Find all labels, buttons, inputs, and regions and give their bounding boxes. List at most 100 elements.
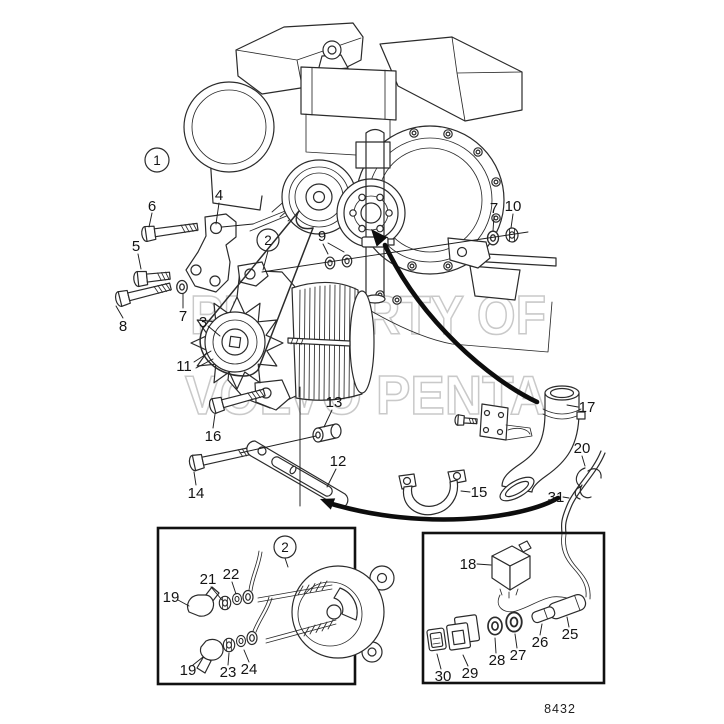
leader-8 — [115, 305, 124, 319]
callout-18: 18 — [460, 556, 477, 573]
callout-2-inset: 2 — [273, 535, 297, 559]
callout-3: 3 — [199, 314, 207, 331]
leader-9 — [322, 242, 345, 255]
leader-16 — [212, 413, 216, 429]
callout-7-left: 7 — [179, 308, 187, 325]
callout-15: 15 — [471, 484, 488, 501]
leader-10 — [510, 213, 514, 229]
callout-27: 27 — [510, 647, 527, 664]
callout-20: 20 — [574, 440, 591, 457]
leader-11 — [193, 350, 214, 369]
washer-22 — [231, 592, 243, 606]
leader-14 — [193, 471, 197, 486]
nut-23 — [222, 637, 236, 653]
callout-1: 1 — [144, 147, 170, 173]
callout-25: 25 — [562, 626, 579, 643]
plug-19-lower — [196, 638, 224, 674]
washer-9b — [341, 254, 353, 268]
callout-28: 28 — [489, 652, 506, 669]
callout-29: 29 — [462, 665, 479, 682]
washer-27 — [505, 611, 523, 633]
leader-6 — [148, 212, 153, 228]
elbow-clamp-tab — [576, 411, 586, 420]
plug-19-upper — [186, 586, 220, 617]
engine-assembly — [183, 22, 557, 353]
leader-5 — [137, 253, 142, 270]
arrow-to-arm — [320, 495, 561, 522]
relay-18 — [491, 540, 532, 599]
washer-9a — [324, 256, 336, 270]
leader-7-right — [492, 215, 495, 232]
callout-4: 4 — [215, 187, 223, 204]
callout-12: 12 — [330, 453, 347, 470]
leader-31 — [562, 496, 570, 499]
thermostat-housing — [300, 66, 397, 121]
spacer-13 — [312, 423, 342, 443]
washer-7-left — [176, 279, 188, 295]
alternator — [190, 261, 375, 411]
arrow-to-water-pump — [371, 229, 540, 405]
callout-19a: 19 — [163, 589, 180, 606]
washer-28 — [487, 616, 503, 636]
adjusting-arm-12 — [246, 440, 349, 509]
leader-13 — [323, 409, 333, 428]
callout-1-label: 1 — [153, 153, 161, 168]
callout-5: 5 — [132, 238, 140, 255]
alternator-bracket — [185, 213, 237, 293]
leader-3 — [207, 325, 221, 337]
drawing-number: 8432 — [544, 702, 576, 716]
lifting-eye — [317, 40, 349, 72]
callout-26: 26 — [532, 634, 549, 651]
alternator-through-bolt — [287, 337, 351, 347]
callout-23: 23 — [220, 664, 237, 681]
callout-24: 24 — [241, 661, 258, 678]
callout-2-label: 2 — [264, 233, 272, 248]
cover-30 — [426, 627, 447, 652]
callout-7-right: 7 — [490, 200, 498, 217]
engine-bracket-lug — [447, 237, 491, 269]
ring-terminal-lower — [246, 596, 273, 646]
callout-8: 8 — [119, 318, 127, 335]
callout-19b: 19 — [180, 662, 197, 679]
leader-2 — [262, 250, 269, 271]
callout-30: 30 — [435, 668, 452, 685]
clamp-15 — [398, 469, 467, 516]
callout-2-inset-label: 2 — [281, 540, 289, 555]
callout-13: 13 — [326, 394, 343, 411]
crank-damper — [183, 81, 275, 173]
socket-29 — [446, 614, 481, 651]
callout-21: 21 — [200, 571, 217, 588]
leader-12 — [326, 468, 337, 488]
callout-6: 6 — [148, 198, 156, 215]
callout-14: 14 — [188, 485, 205, 502]
leader-4b — [221, 223, 254, 228]
fuse-26 — [531, 606, 556, 624]
drive-belt — [199, 210, 314, 377]
inset-right: 18 25 26 27 28 29 30 — [421, 531, 606, 685]
alignment-line-arm — [239, 435, 317, 454]
inset-left: 2 19 21 22 19 23 24 — [156, 526, 395, 686]
callout-16: 16 — [205, 428, 222, 445]
callout-2: 2 — [256, 228, 280, 252]
callouts-main: 1 2 4 6 5 7 8 3 11 9 7 10 13 16 14 12 15… — [119, 147, 596, 506]
leader-20 — [581, 455, 586, 467]
alternator-rear-cap — [349, 290, 375, 394]
cable-31 — [560, 450, 606, 534]
callout-11: 11 — [176, 358, 192, 375]
leader-15 — [460, 490, 471, 493]
leader-17 — [566, 404, 579, 408]
leader-lines — [115, 202, 586, 507]
washer-24 — [235, 634, 247, 648]
air-box — [379, 36, 523, 122]
leader-4 — [215, 202, 220, 225]
callout-9: 9 — [318, 228, 326, 245]
callout-17: 17 — [579, 399, 596, 416]
ring-terminal-upper — [242, 550, 263, 605]
callout-31: 31 — [548, 489, 565, 506]
alternator-pulley — [204, 311, 266, 373]
pipe-bracket — [479, 403, 533, 441]
callout-22: 22 — [223, 566, 240, 583]
elbow-hose-17 — [499, 385, 586, 502]
